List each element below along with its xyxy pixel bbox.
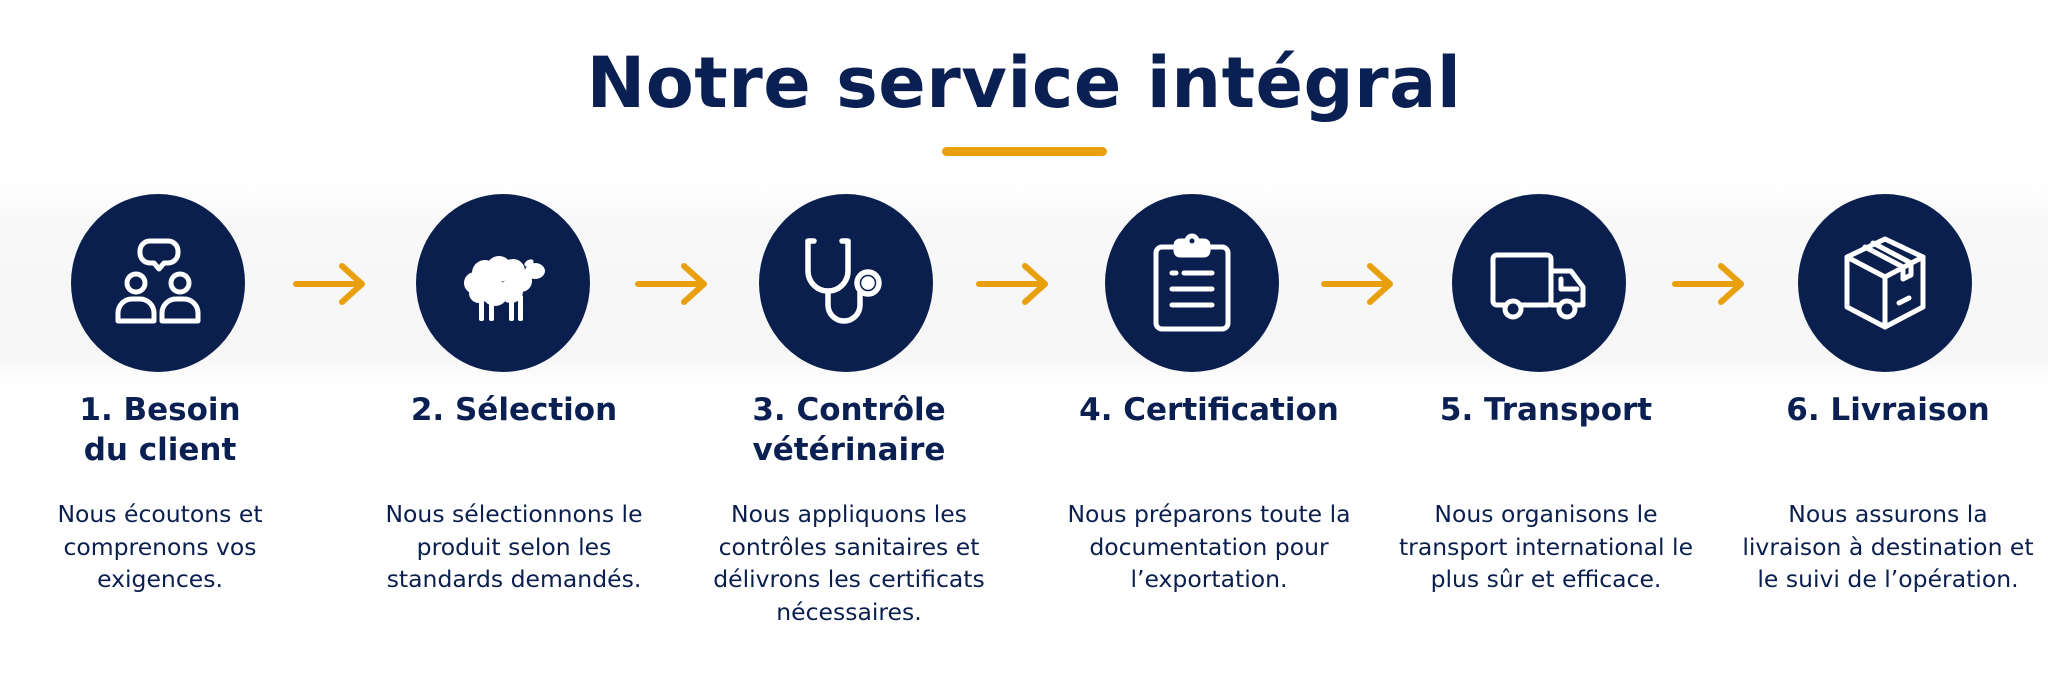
stethoscope-icon <box>805 238 882 324</box>
step-desc-line: standards demandés. <box>386 565 642 593</box>
clipboard-icon <box>1153 233 1231 332</box>
step-title: 4. Certification <box>1049 390 1369 430</box>
arrow-right-icon <box>1672 263 1744 305</box>
arrow-right-icon <box>976 263 1048 305</box>
step-icon-circle <box>416 194 590 372</box>
step-description: Nous préparons toute la documentation po… <box>1049 498 1369 596</box>
step-title-line: vétérinaire <box>752 432 946 468</box>
step-description: Nous assurons la livraison à destination… <box>1728 498 2048 596</box>
step-selection: 2. Sélection Nous sélectionnons le produ… <box>354 0 674 682</box>
step-desc-line: nécessaires. <box>776 597 922 626</box>
step-title-line: 4. Certification <box>1079 392 1339 428</box>
truck-icon <box>1490 252 1586 320</box>
sheep-icon <box>464 256 545 321</box>
step-desc-line: Nous sélectionnons le <box>385 500 643 528</box>
step-description: Nous sélectionnons le produit selon les … <box>354 498 674 596</box>
step-title-line: 6. Livraison <box>1786 392 1990 428</box>
step-description: Nous appliquons les contrôles sanitaires… <box>689 498 1009 628</box>
arrow-right-icon <box>1321 263 1393 305</box>
arrow-right-icon <box>635 263 707 305</box>
step-icon-circle <box>1798 194 1972 372</box>
step-title-line: 5. Transport <box>1439 392 1653 428</box>
step-title: 5. Transport <box>1386 390 1706 430</box>
step-certification: 4. Certification Nous préparons toute la… <box>1049 0 1369 682</box>
step-transport: 5. Transport Nous organisons le transpor… <box>1386 0 1706 682</box>
step-icon-circle <box>71 194 245 372</box>
step-title-line: du client <box>83 432 237 468</box>
step-icon-circle <box>1105 194 1279 372</box>
step-icon-circle <box>1452 194 1626 372</box>
step-desc-line: contrôles sanitaires et <box>718 532 980 561</box>
step-title-line: 3. Contrôle <box>752 392 946 428</box>
step-title: 1. Besoin du client <box>0 390 320 470</box>
title-underline <box>942 147 1107 156</box>
step-desc-line: comprenons vos <box>63 532 257 561</box>
step-desc-line: Nous organisons le <box>1434 500 1658 528</box>
step-desc-line: transport international le <box>1398 532 1694 561</box>
step-besoin-client: 1. Besoin du client Nous écoutons et com… <box>0 0 320 682</box>
step-desc-line: Nous appliquons les <box>731 500 967 528</box>
step-desc-line: Nous préparons toute la <box>1067 500 1351 528</box>
step-desc-line: Nous écoutons et <box>57 500 263 528</box>
step-title: 2. Sélection <box>354 390 674 430</box>
step-desc-line: l’exportation. <box>1130 565 1288 593</box>
step-description: Nous écoutons et comprenons vos exigence… <box>0 498 320 596</box>
step-icon-circle <box>759 194 933 372</box>
step-desc-line: exigences. <box>97 565 223 593</box>
arrow-right-icon <box>293 263 365 305</box>
step-desc-line: plus sûr et efficace. <box>1430 565 1662 593</box>
step-title-line: 2. Sélection <box>410 392 618 428</box>
step-desc-line: produit selon les <box>416 532 612 561</box>
page-title: Notre service intégral <box>586 42 1462 124</box>
step-description: Nous organisons le transport internation… <box>1386 498 1706 596</box>
step-title: 6. Livraison <box>1728 390 2048 430</box>
step-title-line: 1. Besoin <box>79 392 241 428</box>
people-chat-icon <box>115 238 201 324</box>
box-icon <box>1844 236 1926 330</box>
step-desc-line: Nous assurons la <box>1788 500 1988 528</box>
step-controle-veterinaire: 3. Contrôle vétérinaire Nous appliquons … <box>689 0 1009 682</box>
step-desc-line: le suivi de l’opération. <box>1757 565 2019 593</box>
step-desc-line: délivrons les certificats <box>713 565 985 593</box>
step-desc-line: livraison à destination et <box>1742 532 2034 561</box>
step-desc-line: documentation pour <box>1089 532 1329 561</box>
step-title: 3. Contrôle vétérinaire <box>689 390 1009 470</box>
step-livraison: 6. Livraison Nous assurons la livraison … <box>1728 0 2048 682</box>
